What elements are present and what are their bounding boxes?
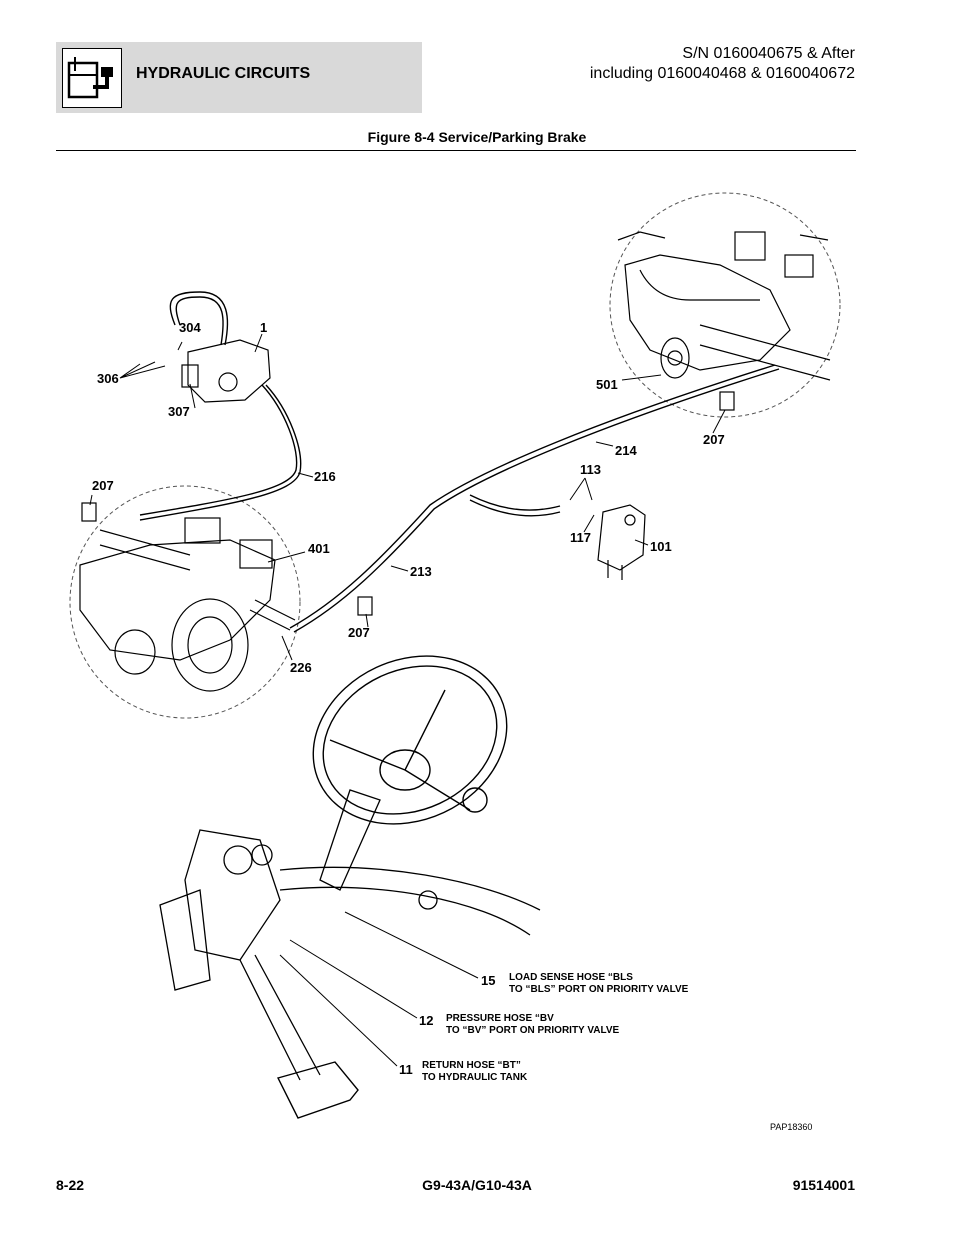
- brake-hoses: [139, 291, 780, 633]
- brake-pedal: [276, 1061, 359, 1119]
- callout-226: 226: [290, 660, 312, 675]
- hydraulic-reservoir-icon: [62, 48, 122, 108]
- callout-15: 15: [481, 973, 495, 988]
- model-number: G9-43A/G10-43A: [422, 1177, 532, 1193]
- callout-12: 12: [419, 1013, 433, 1028]
- section-title: HYDRAULIC CIRCUITS: [136, 65, 311, 82]
- note-15-line2: TO “BLS” PORT ON PRIORITY VALVE: [509, 984, 689, 995]
- serial-line-1: S/N 0160040675 & After: [682, 45, 855, 62]
- drive-axle-right: [617, 231, 831, 381]
- callout-117: 117: [570, 530, 591, 545]
- callout-207-center: 207: [348, 625, 370, 640]
- note-11-line2: TO HYDRAULIC TANK: [422, 1072, 528, 1083]
- leader-lines: [89, 333, 726, 1067]
- callout-304: 304: [179, 320, 201, 335]
- note-11-line1: RETURN HOSE “BT”: [422, 1060, 521, 1071]
- page-number: 8-22: [56, 1177, 85, 1193]
- hose-bracket-207: [81, 391, 735, 616]
- figure-title: Figure 8-4 Service/Parking Brake: [367, 129, 587, 145]
- serial-number-range: S/N 0160040675 & After including 0160040…: [590, 44, 855, 84]
- callout-101: 101: [650, 539, 672, 554]
- callout-214: 214: [615, 443, 637, 458]
- priority-valve: [597, 504, 646, 580]
- detail-circle-right: [609, 192, 841, 418]
- note-15-line1: LOAD SENSE HOSE “BLS: [509, 972, 633, 983]
- detail-circle-left: [69, 485, 301, 719]
- callout-401: 401: [308, 541, 330, 556]
- steering-column-assembly: [159, 789, 541, 1081]
- callout-113: 113: [580, 462, 601, 477]
- callout-207-right: 207: [703, 432, 725, 447]
- callout-501: 501: [596, 377, 618, 392]
- header-rule: [56, 150, 856, 151]
- callout-216: 216: [314, 469, 336, 484]
- callout-207-left: 207: [92, 478, 114, 493]
- callout-11: 11: [399, 1062, 413, 1077]
- transmission-left: [79, 517, 296, 692]
- callout-1: 1: [260, 320, 267, 335]
- note-12-line2: TO “BV” PORT ON PRIORITY VALVE: [446, 1025, 619, 1036]
- steering-wheel: [312, 655, 508, 825]
- callout-306: 306: [97, 371, 119, 386]
- serial-line-2: including 0160040468 & 0160040672: [589, 65, 855, 82]
- document-number: 91514001: [792, 1177, 855, 1193]
- master-cylinder: [181, 339, 271, 403]
- callout-307: 307: [168, 404, 190, 419]
- callout-213: 213: [410, 564, 432, 579]
- drawing-reference: PAP18360: [770, 1122, 813, 1132]
- note-12-line1: PRESSURE HOSE “BV: [446, 1013, 554, 1024]
